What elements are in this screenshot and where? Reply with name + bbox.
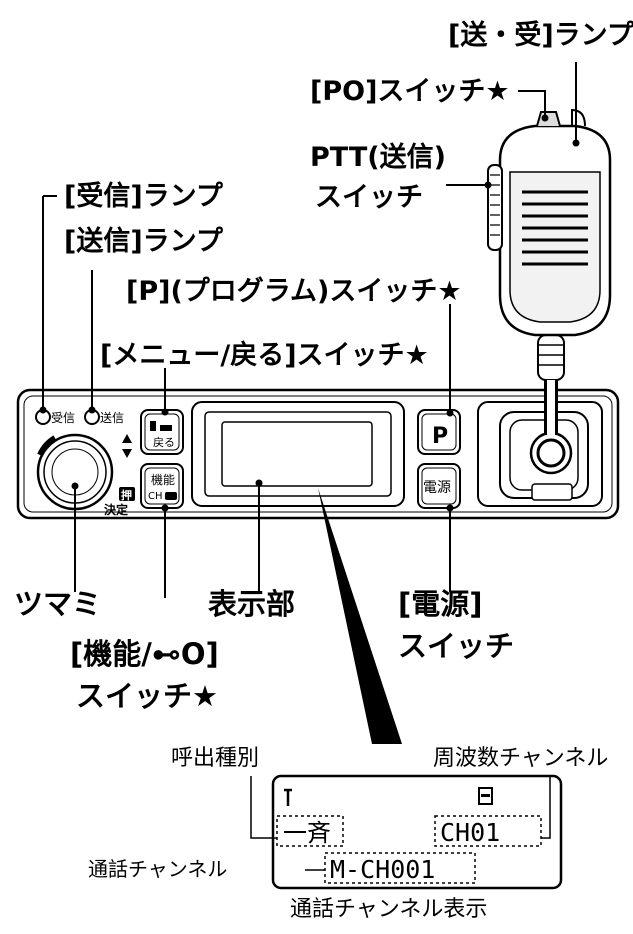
func-ch-label: CH [148,491,163,502]
confirm-label: 決定 [104,502,128,517]
microphone [487,108,612,445]
freq-channel-value: CH01 [440,818,500,847]
callout-lines [39,62,580,598]
key-lock-icon [165,492,177,500]
send-receive-lamp-label: [送・受]ランプ [448,19,633,51]
antenna-icon [284,788,292,806]
p-button[interactable]: P [417,409,461,455]
display-bezel [191,401,405,507]
push-mark: 押 [121,488,132,502]
freq-channel-label: 周波数チャンネル [433,746,608,771]
zoom-wedge [318,488,402,744]
ptt-label-2: スイッチ [315,182,423,213]
radio-panel: 受信 送信 押 決定 戻る 機能 CH [16,388,620,520]
knob[interactable] [36,433,114,511]
power-button[interactable]: 電源 [417,463,461,509]
menu-switch-label: [メニュー/戻る]スイッチ★ [100,340,429,371]
receive-lamp-label: 受信 [51,411,75,425]
ptt-label-1: PTT(送信) [310,142,446,173]
talk-channel-value: M-CH001 [330,855,435,884]
receive-lamp-callout: [受信]ランプ [64,180,224,212]
call-type-value: 一斉 [283,819,331,847]
lcd-detail: 呼出種別 周波数チャンネル 一斉 CH01 M-CH001 通話チャンネル 通話… [88,746,608,922]
down-arrow-icon [122,449,132,458]
talk-channel-label: 通話チャンネル [88,857,227,881]
mic-hanger [477,401,603,507]
p-key-label: P [432,424,448,449]
power-key-label: 電源 [423,480,451,496]
menu-back-button[interactable]: 戻る [140,409,184,455]
po-switch-label: [PO]スイッチ★ [310,76,510,107]
menu-back-label: 戻る [153,436,175,449]
send-lamp-label: 送信 [100,410,124,425]
send-lamp-callout: [送信]ランプ [64,226,224,257]
power-label-2: スイッチ [398,629,514,663]
power-label-1: [電源] [398,587,483,621]
func-label-1: [機能/⊷O] [70,637,219,671]
knob-label: ツマミ [14,587,101,621]
lcd-caption: 通話チャンネル表示 [290,897,487,922]
func-top-label: 機能 [151,472,175,487]
display-label: 表示部 [208,587,295,621]
up-arrow-icon [122,434,132,443]
func-label-2: スイッチ★ [76,679,218,713]
p-switch-label: [P](プログラム)スイッチ★ [126,275,462,307]
func-button[interactable]: 機能 CH [140,463,184,509]
call-type-label: 呼出種別 [171,746,259,771]
